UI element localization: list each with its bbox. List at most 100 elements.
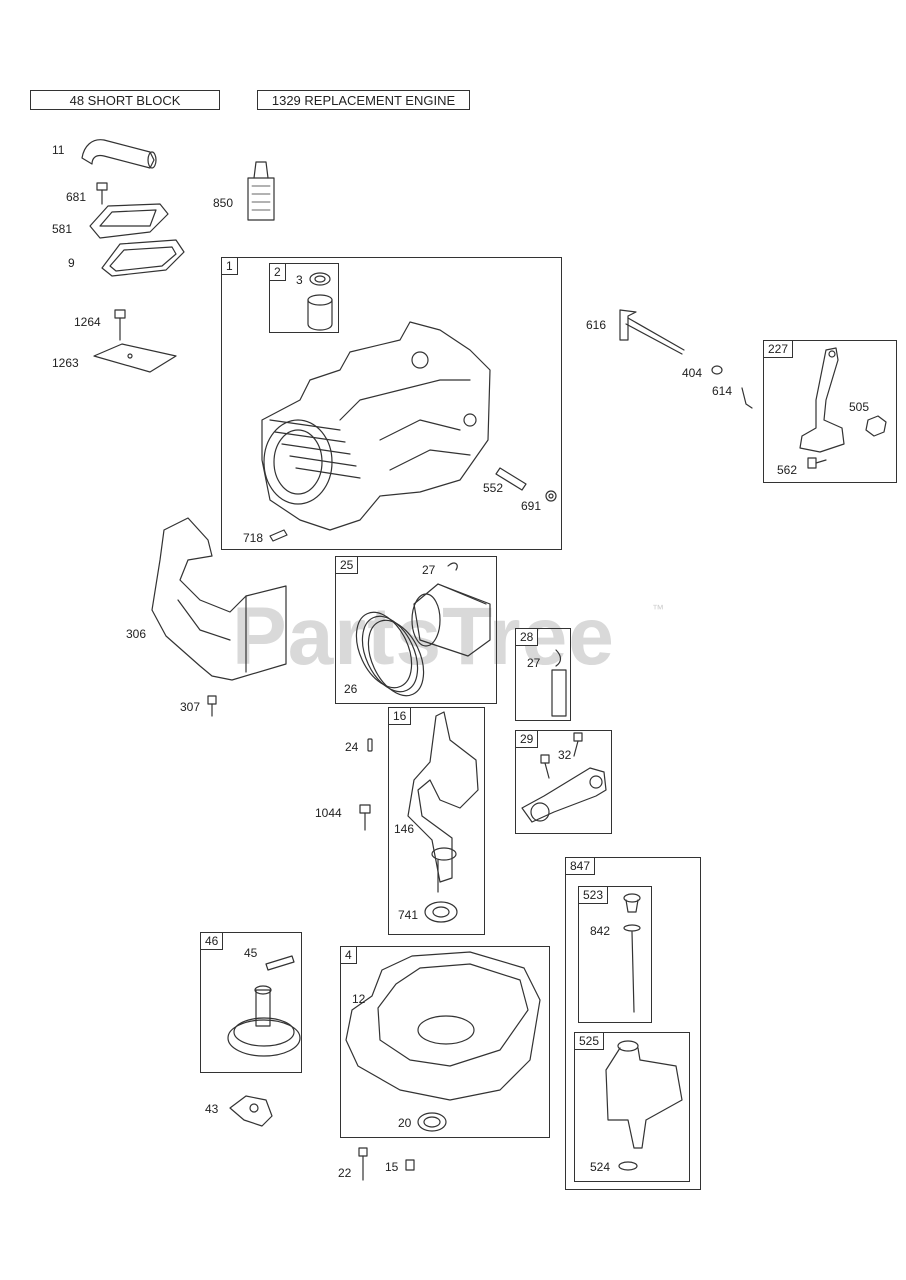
seal-20-part[interactable] xyxy=(417,1112,447,1132)
label-11[interactable]: 11 xyxy=(52,143,65,157)
label-26[interactable]: 26 xyxy=(344,682,358,696)
label-718[interactable]: 718 xyxy=(243,531,264,545)
screw-32-part[interactable] xyxy=(540,732,583,779)
label-27-piston[interactable]: 27 xyxy=(422,563,436,577)
group-tag-1: 1 xyxy=(222,258,238,275)
group-box-847[interactable]: 847 xyxy=(565,857,701,1190)
key-24-part[interactable] xyxy=(367,738,373,752)
group-tag-28: 28 xyxy=(516,629,539,646)
label-404[interactable]: 404 xyxy=(682,366,703,380)
piston-ring-27-part[interactable] xyxy=(447,562,458,571)
short-block-header[interactable]: 48 SHORT BLOCK xyxy=(30,90,220,110)
piston-rings-26-part[interactable] xyxy=(345,604,434,705)
label-307[interactable]: 307 xyxy=(180,700,201,714)
connecting-rod-part[interactable] xyxy=(521,767,607,823)
label-741[interactable]: 741 xyxy=(398,908,419,922)
screw-562-part[interactable] xyxy=(807,457,827,469)
label-681[interactable]: 681 xyxy=(66,190,87,204)
oil-fill-tube-part[interactable] xyxy=(605,1040,683,1149)
screw-1044-part[interactable] xyxy=(359,804,371,831)
label-616[interactable]: 616 xyxy=(586,318,607,332)
group-tag-2: 2 xyxy=(270,264,286,281)
sleeve-part[interactable] xyxy=(307,294,333,331)
cylinder-block-part[interactable] xyxy=(261,321,491,531)
screw-307-part[interactable] xyxy=(207,695,217,717)
crankcase-cover-part[interactable] xyxy=(345,951,541,1101)
label-505[interactable]: 505 xyxy=(849,400,870,414)
group-box-46[interactable]: 46 xyxy=(200,932,302,1073)
label-32[interactable]: 32 xyxy=(558,748,572,762)
gasket-part[interactable] xyxy=(101,239,185,277)
label-306[interactable]: 306 xyxy=(126,627,147,641)
group-tag-523: 523 xyxy=(579,887,609,904)
label-27-pin[interactable]: 27 xyxy=(527,656,541,670)
group-tag-16: 16 xyxy=(389,708,412,725)
group-tag-29: 29 xyxy=(516,731,539,748)
bolt-1264-part[interactable] xyxy=(114,309,126,341)
label-562[interactable]: 562 xyxy=(777,463,798,477)
group-box-523[interactable]: 523 xyxy=(578,886,652,1023)
breather-tube-part[interactable] xyxy=(81,139,157,169)
o-ring-842-part[interactable] xyxy=(623,924,641,932)
washer-691-part[interactable] xyxy=(545,490,557,502)
group-box-227[interactable]: 227 xyxy=(763,340,897,483)
group-box-4[interactable]: 4 xyxy=(340,946,550,1138)
label-43[interactable]: 43 xyxy=(205,1102,219,1116)
label-15[interactable]: 15 xyxy=(385,1160,399,1174)
label-12[interactable]: 12 xyxy=(352,992,366,1006)
air-guide-part[interactable] xyxy=(151,517,287,681)
label-22[interactable]: 22 xyxy=(338,1166,352,1180)
washer-404-part[interactable] xyxy=(711,365,723,375)
camshaft-part[interactable] xyxy=(227,985,301,1057)
piston-part[interactable] xyxy=(411,583,491,657)
valve-seal-part[interactable] xyxy=(309,272,331,286)
dipstick-tube-part[interactable] xyxy=(623,893,641,1013)
group-tag-847: 847 xyxy=(566,858,596,875)
dowel-pin-part[interactable] xyxy=(269,529,288,542)
wrist-pin-part[interactable] xyxy=(551,649,567,717)
replacement-engine-header[interactable]: 1329 REPLACEMENT ENGINE xyxy=(257,90,470,110)
label-581[interactable]: 581 xyxy=(52,222,73,236)
label-45[interactable]: 45 xyxy=(244,946,258,960)
label-850[interactable]: 850 xyxy=(213,196,234,210)
nut-505-part[interactable] xyxy=(865,415,887,437)
pin-45-part[interactable] xyxy=(265,955,295,971)
clip-614-part[interactable] xyxy=(741,387,753,409)
label-24[interactable]: 24 xyxy=(345,740,359,754)
group-box-1[interactable]: 1 xyxy=(221,257,562,550)
trademark-symbol: ™ xyxy=(652,602,664,616)
sealant-tube-part[interactable] xyxy=(247,161,275,221)
group-tag-4: 4 xyxy=(341,947,357,964)
bolt-22-part[interactable] xyxy=(358,1147,368,1181)
plate-1263-part[interactable] xyxy=(93,343,177,373)
label-146[interactable]: 146 xyxy=(394,822,415,836)
group-box-25[interactable]: 25 xyxy=(335,556,497,704)
label-614[interactable]: 614 xyxy=(712,384,733,398)
label-9[interactable]: 9 xyxy=(68,256,75,270)
breather-cover-part[interactable] xyxy=(89,203,169,239)
group-box-29[interactable]: 29 xyxy=(515,730,612,834)
label-691[interactable]: 691 xyxy=(521,499,542,513)
label-1044[interactable]: 1044 xyxy=(315,806,342,820)
group-box-16[interactable]: 16 xyxy=(388,707,485,935)
gear-741-part[interactable] xyxy=(424,901,458,923)
group-box-2[interactable]: 2 xyxy=(269,263,339,333)
label-20[interactable]: 20 xyxy=(398,1116,412,1130)
label-552[interactable]: 552 xyxy=(483,481,504,495)
label-524[interactable]: 524 xyxy=(590,1160,611,1174)
governor-43-part[interactable] xyxy=(229,1095,273,1127)
plug-15-part[interactable] xyxy=(405,1159,415,1171)
label-1264[interactable]: 1264 xyxy=(74,315,101,329)
screw-681-part[interactable] xyxy=(96,182,108,205)
governor-rod-part[interactable] xyxy=(619,309,685,355)
label-3[interactable]: 3 xyxy=(296,273,303,287)
group-box-28[interactable]: 28 xyxy=(515,628,571,721)
label-1263[interactable]: 1263 xyxy=(52,356,79,370)
governor-lever-part[interactable] xyxy=(799,347,845,453)
label-842[interactable]: 842 xyxy=(590,924,611,938)
group-box-525[interactable]: 525 xyxy=(574,1032,690,1182)
o-ring-524-part[interactable] xyxy=(618,1161,638,1171)
crankshaft-part[interactable] xyxy=(407,711,479,893)
pin-552-part[interactable] xyxy=(495,467,527,491)
